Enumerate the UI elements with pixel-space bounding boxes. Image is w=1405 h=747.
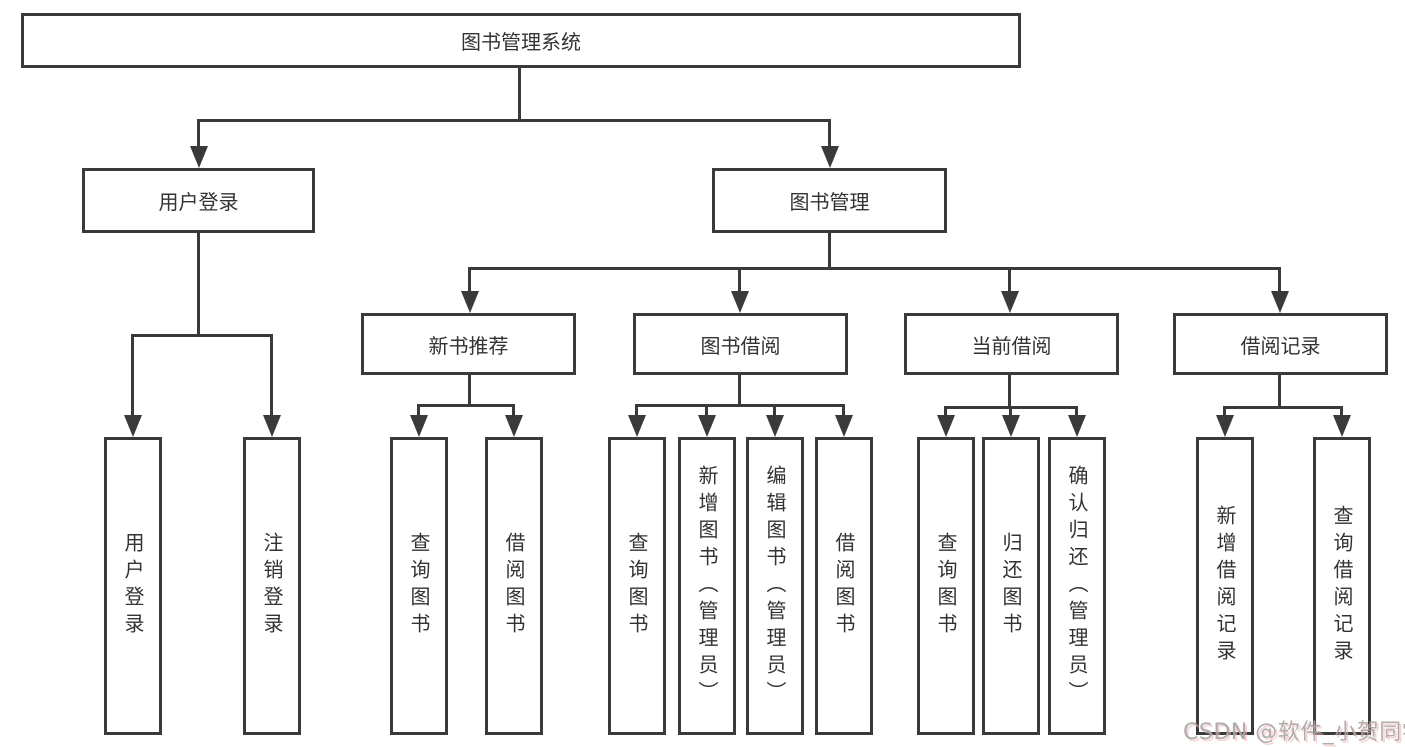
connector-line: [1340, 406, 1343, 418]
node-label: 新书推荐: [428, 333, 509, 358]
leaf-query-books-rec: 查询图书: [390, 437, 448, 735]
node-label: 借阅记录: [1240, 333, 1321, 358]
connector-line: [1075, 406, 1078, 418]
arrowhead-icon: [1271, 291, 1289, 313]
arrowhead-icon: [628, 415, 646, 437]
arrowhead-icon: [1216, 415, 1234, 437]
arrowhead-icon: [505, 415, 523, 437]
arrowhead-icon: [766, 415, 784, 437]
connector-line: [512, 404, 515, 418]
arrowhead-icon: [1333, 415, 1351, 437]
node-label: 图书管理: [789, 190, 870, 214]
connector-line: [738, 267, 741, 293]
connector-line: [1223, 406, 1226, 418]
connector-line: [468, 267, 1281, 270]
node-borrowing-records: 借阅记录: [1173, 313, 1388, 375]
connector-line: [635, 404, 638, 418]
connector-line: [1008, 267, 1011, 293]
arrowhead-icon: [263, 415, 281, 437]
connector-line: [842, 404, 845, 418]
connector-line: [468, 267, 471, 293]
node-label: 新增借阅记录: [1213, 505, 1237, 667]
node-label: 编辑图书（管理员）: [763, 464, 787, 708]
connector-line: [1008, 374, 1011, 409]
node-label: 注销登录: [260, 532, 284, 640]
node-new-book-recommendation: 新书推荐: [361, 313, 576, 375]
connector-line: [1223, 406, 1343, 409]
connector-line: [197, 119, 831, 122]
node-label: 归还图书: [999, 532, 1023, 640]
leaf-return-books: 归还图书: [982, 437, 1040, 735]
leaf-borrow-books: 借阅图书: [815, 437, 873, 735]
node-book-borrowing: 图书借阅: [633, 313, 848, 375]
leaf-user-login: 用户登录: [104, 437, 162, 735]
arrowhead-icon: [461, 291, 479, 313]
leaf-confirm-return-admin: 确认归还（管理员）: [1048, 437, 1106, 735]
node-label: 用户登录: [158, 190, 239, 214]
node-user-login: 用户登录: [82, 168, 315, 233]
arrowhead-icon: [1001, 291, 1019, 313]
leaf-query-books-current: 查询图书: [917, 437, 975, 735]
connector-line: [417, 404, 420, 418]
node-label: 新增图书（管理员）: [695, 464, 719, 708]
connector-line: [131, 334, 273, 337]
node-label: 借阅图书: [502, 532, 526, 640]
connector-line: [773, 404, 776, 418]
node-label: 当前借阅: [971, 333, 1052, 358]
arrowhead-icon: [731, 291, 749, 313]
node-book-management: 图书管理: [712, 168, 947, 233]
connector-line: [270, 334, 273, 418]
leaf-edit-books-admin: 编辑图书（管理员）: [746, 437, 804, 735]
connector-line: [417, 404, 515, 407]
node-label: 图书管理系统: [461, 30, 581, 54]
arrowhead-icon: [410, 415, 428, 437]
arrowhead-icon: [1068, 415, 1086, 437]
connector-line: [518, 68, 521, 122]
arrowhead-icon: [821, 146, 839, 168]
connector-line: [944, 406, 947, 418]
arrowhead-icon: [937, 415, 955, 437]
arrowhead-icon: [835, 415, 853, 437]
connector-line: [738, 374, 741, 407]
leaf-query-books-borrow: 查询图书: [608, 437, 666, 735]
leaf-add-borrow-record: 新增借阅记录: [1196, 437, 1254, 735]
node-label: 查询图书: [625, 532, 649, 640]
connector-line: [131, 334, 134, 418]
node-label: 查询图书: [407, 532, 431, 640]
connector-line: [705, 404, 708, 418]
leaf-logout: 注销登录: [243, 437, 301, 735]
arrowhead-icon: [698, 415, 716, 437]
leaf-add-books-admin: 新增图书（管理员）: [678, 437, 736, 735]
node-label: 图书借阅: [700, 333, 781, 358]
node-label: 借阅图书: [832, 532, 856, 640]
node-current-borrowing: 当前借阅: [904, 313, 1119, 375]
connector-line: [828, 232, 831, 270]
connector-line: [197, 232, 200, 337]
connector-line: [828, 119, 831, 149]
connector-line: [635, 404, 845, 407]
arrowhead-icon: [124, 415, 142, 437]
connector-line: [1009, 406, 1012, 418]
node-label: 确认归还（管理员）: [1065, 464, 1089, 708]
node-label: 查询图书: [934, 532, 958, 640]
connector-line: [468, 374, 471, 407]
arrowhead-icon: [1002, 415, 1020, 437]
connector-line: [1278, 267, 1281, 293]
csdn-watermark: CSDN @软件_小贺同学: [1183, 720, 1405, 745]
connector-line: [197, 119, 200, 149]
node-label: 查询借阅记录: [1330, 505, 1354, 667]
node-library-management-system: 图书管理系统: [21, 13, 1021, 68]
node-label: 用户登录: [121, 532, 145, 640]
leaf-query-borrow-record: 查询借阅记录: [1313, 437, 1371, 735]
arrowhead-icon: [190, 146, 208, 168]
leaf-borrow-books-rec: 借阅图书: [485, 437, 543, 735]
connector-line: [1278, 374, 1281, 409]
